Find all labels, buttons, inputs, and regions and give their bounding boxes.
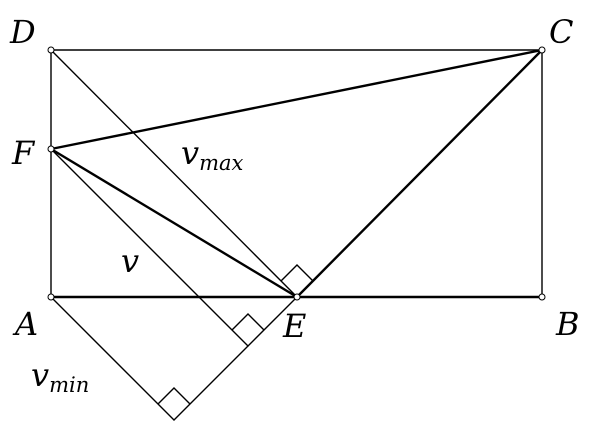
vertex-f: [47, 145, 55, 153]
label-v: v: [121, 242, 139, 280]
segment-fc: [49, 48, 544, 151]
label-c: C: [549, 13, 573, 51]
vertices: [47, 46, 546, 301]
segment-fe: [49, 147, 299, 299]
right-angle-marker-e: [280, 264, 314, 282]
label-v-max: vmax: [181, 134, 244, 175]
label-e: E: [282, 307, 306, 345]
label-d: D: [9, 13, 36, 51]
label-a: A: [12, 305, 38, 343]
label-b: B: [555, 305, 580, 343]
segment-f-perpendicular: [50, 148, 249, 347]
label-f: F: [11, 134, 36, 172]
rectangle-abcd: [50, 49, 543, 298]
right-angle-marker-f-foot: [231, 313, 265, 331]
vertex-a: [47, 293, 55, 301]
line-ec-extension: [173, 296, 298, 421]
vertex-e: [293, 293, 301, 301]
segment-ec: [295, 48, 544, 299]
segment-a-perpendicular: [50, 296, 175, 421]
right-angle-marker-a-foot: [157, 387, 191, 405]
vertex-c: [538, 46, 546, 54]
vertex-b: [538, 293, 546, 301]
vertex-d: [47, 46, 55, 54]
segment-de: [50, 49, 298, 298]
label-v-min: vmin: [31, 356, 89, 397]
